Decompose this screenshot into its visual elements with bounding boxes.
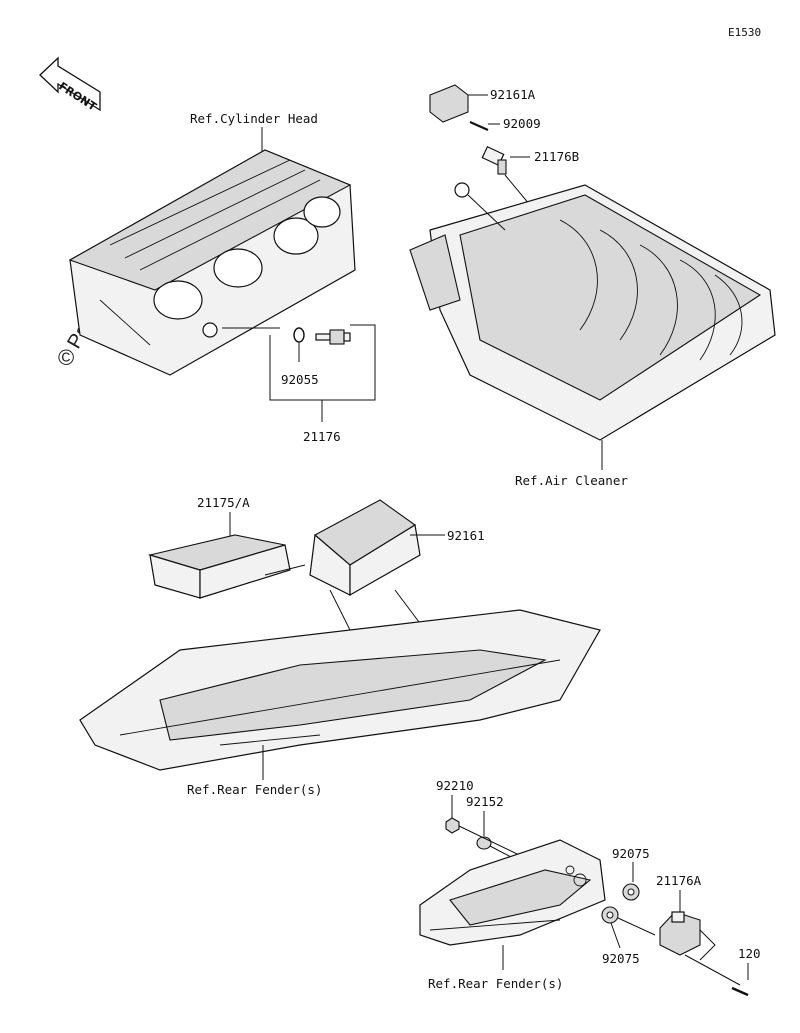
- screw-92009: [469, 120, 489, 132]
- label-21176B: 21176B: [534, 149, 579, 164]
- sensor-21176A: [659, 911, 701, 956]
- label-21176A: 21176A: [656, 873, 702, 888]
- label-92152: 92152: [466, 794, 504, 809]
- sensor-21176B: [481, 145, 507, 175]
- holder-92161: [309, 499, 421, 597]
- label-92075-bottom: 92075: [602, 951, 640, 966]
- label-92161: 92161: [447, 528, 485, 543]
- diagram-code: E1530: [728, 26, 761, 39]
- label-ref-rear-fender-2: Ref.Rear Fender(s): [428, 976, 563, 991]
- bolt-120: [731, 986, 749, 997]
- copyright-symbol: ©: [58, 345, 74, 370]
- label-21176: 21176: [303, 429, 341, 444]
- rear-fender-upper-drawing: [79, 609, 601, 771]
- air-cleaner-drawing: [409, 182, 776, 441]
- nut-92210: [445, 817, 460, 834]
- label-120: 120: [738, 946, 761, 961]
- label-ref-rear-fender-1: Ref.Rear Fender(s): [187, 782, 322, 797]
- label-92075-top: 92075: [612, 846, 650, 861]
- label-92055: 92055: [281, 372, 319, 387]
- label-92009: 92009: [503, 116, 541, 131]
- label-ref-air-cleaner: Ref.Air Cleaner: [515, 473, 628, 488]
- ecu-21175A: [147, 534, 291, 599]
- label-92161A: 92161A: [490, 87, 536, 102]
- label-92210: 92210: [436, 778, 474, 793]
- rear-fender-lower-drawing: [419, 839, 606, 946]
- cap-92161A: [429, 84, 469, 123]
- sensor-21176: [315, 329, 351, 345]
- label-21175A: 21175/A: [197, 495, 250, 510]
- front-arrow-icon: FRONT: [39, 56, 101, 114]
- collar-92152: [476, 836, 492, 850]
- label-ref-cylinder-head: Ref.Cylinder Head: [190, 111, 318, 126]
- o-ring-92055: [293, 327, 305, 343]
- cylinder-head-drawing: [68, 149, 356, 376]
